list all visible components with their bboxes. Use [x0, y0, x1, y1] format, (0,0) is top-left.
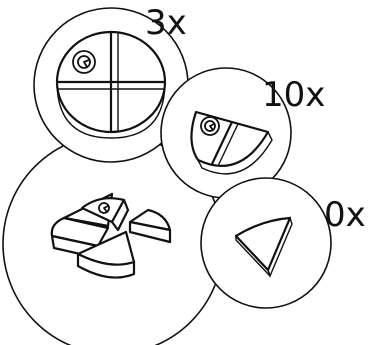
multiplier-label-3x: 3x	[145, 3, 187, 43]
zero-x-circle: 0x	[201, 178, 366, 308]
multiplier-label-0x: 0x	[324, 195, 366, 235]
multiplier-label-10x: 10x	[262, 75, 325, 115]
ten-x-circle: 10x	[161, 68, 325, 198]
